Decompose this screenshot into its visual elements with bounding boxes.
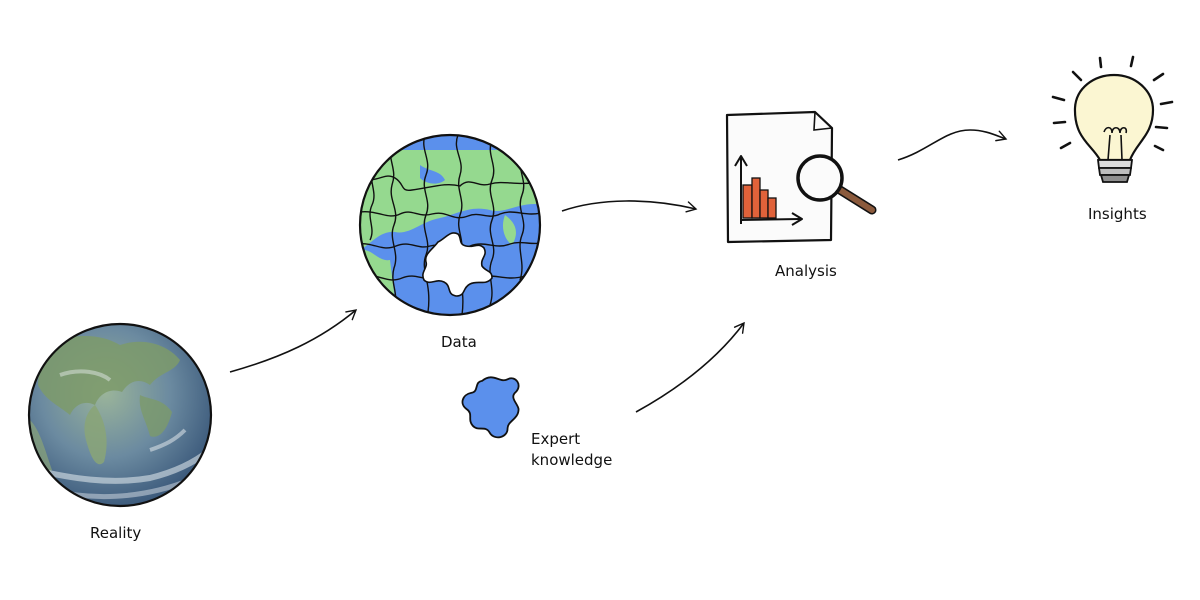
arrow-analysis-to-insights [897,129,1008,161]
expert-label-line2: knowledge [531,451,613,469]
analysis-label: Analysis [775,262,837,280]
data-label: Data [441,333,477,351]
puzzle-piece-icon [461,376,520,439]
reality-label: Reality [90,524,142,542]
expert-label-line1: Expert [531,430,581,448]
insights-label: Insights [1088,205,1147,223]
lightbulb-icon [1051,55,1174,183]
earth-globe-icon [27,322,213,508]
arrow-data-to-analysis [561,200,698,213]
puzzle-globe-icon [358,133,542,317]
arrow-reality-to-data [229,309,358,373]
chart-document-magnifier-icon [725,110,877,244]
arrow-expert-to-analysis [635,321,745,413]
expert-knowledge-label: Expert knowledge [531,429,612,471]
